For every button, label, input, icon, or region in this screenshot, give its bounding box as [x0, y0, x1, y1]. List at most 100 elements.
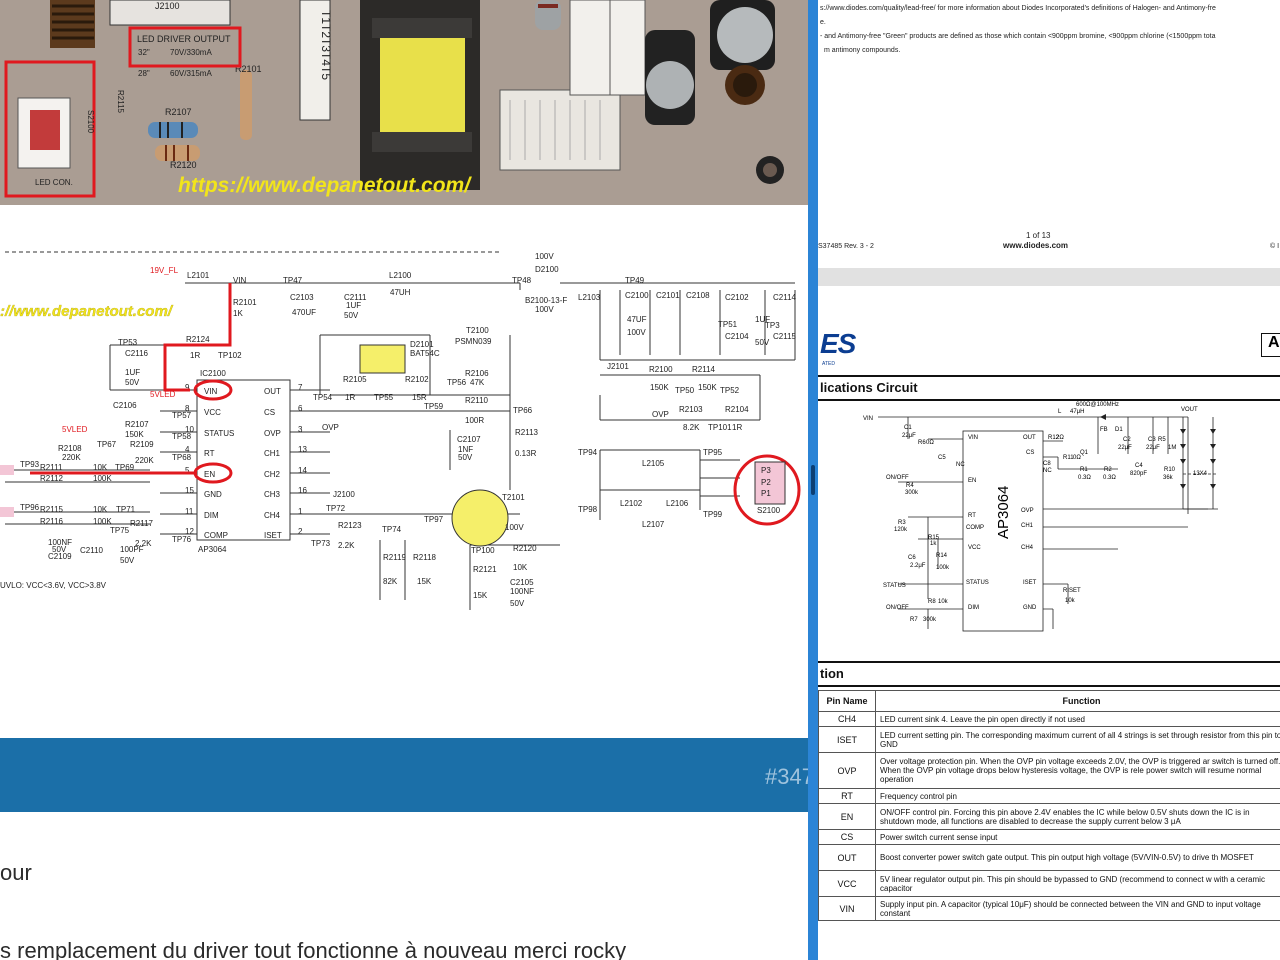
ic-pin-number: 8	[185, 404, 190, 413]
schem-label-r2102v: 15R	[412, 393, 427, 402]
schem-label-r2101v: 1K	[233, 309, 243, 318]
pcb-photo: J2100 T1T2T3T4T5	[0, 0, 808, 205]
pdf-page-number: 1 of 13	[1026, 231, 1051, 240]
ic-pin-label: ISET	[264, 531, 282, 540]
schem-label-c2103v: 470UF	[292, 308, 316, 317]
pdf-copyright: © I	[1270, 243, 1280, 250]
app-label-r11: R11	[1063, 455, 1074, 461]
photo-s2100: S2100	[86, 110, 95, 134]
app-label-c1: C1	[904, 425, 912, 431]
pin-name-cell: CH4	[818, 711, 876, 727]
app-label-fb2: FB	[1100, 427, 1108, 433]
schem-label-r2105: R2105	[343, 375, 367, 384]
schem-label-cap47: 47UF	[627, 315, 647, 324]
app-label-r4: R4	[906, 483, 914, 489]
schem-label-r2100v: 150K	[650, 383, 669, 392]
schem-label-c2107: C2107	[457, 435, 481, 444]
pdf-header-line-2: e.	[820, 19, 826, 26]
schem-label-r2109: R2109	[130, 440, 154, 449]
schem-label-tp71: TP71	[116, 505, 136, 514]
schem-label-r2104v: 1R	[732, 423, 742, 432]
schem-label-c2116: C2116	[125, 349, 149, 358]
schem-label-r2117: R2117	[130, 519, 154, 528]
pin-function-cell: ON/OFF control pin. Forcing this pin abo…	[875, 803, 1280, 830]
schem-label-v19: 19V_FL	[150, 266, 179, 275]
photo-r2107: R2107	[165, 107, 192, 117]
divider-grip-handle[interactable]	[811, 465, 815, 495]
schem-label-tp59: TP59	[424, 402, 444, 411]
photo-row1-size: 32"	[138, 48, 150, 57]
schem-label-v100: 100V	[535, 305, 554, 314]
pin-name-cell: VIN	[818, 896, 876, 921]
app-label-p_en: EN	[968, 478, 976, 484]
schem-label-r2115: R2115	[40, 505, 64, 514]
schem-label-t2101: T2101	[502, 493, 525, 502]
pdf-viewer[interactable]: s://www.diodes.com/quality/lead-free/ fo…	[818, 0, 1280, 960]
photo-led-con: LED CON.	[35, 178, 73, 187]
section-pin-function: tion	[818, 661, 1280, 687]
ic-pin-number: 12	[185, 527, 194, 536]
photo-r2101: R2101	[235, 64, 262, 74]
app-label-r8: R8	[928, 599, 936, 605]
ic-pin-label: VIN	[204, 387, 218, 396]
app-label-c3: C3	[1148, 437, 1156, 443]
split-divider[interactable]	[808, 0, 818, 960]
pin-name-cell: OVP	[818, 752, 876, 789]
schem-label-r2107v: 150K	[125, 430, 144, 439]
ic-pin-label: GND	[204, 490, 222, 499]
ic-pin-label: EN	[204, 470, 215, 479]
schem-label-tp99: TP99	[703, 510, 723, 519]
post-number[interactable]: #347	[765, 764, 808, 789]
schem-label-c2116v2: 50V	[125, 378, 140, 387]
pin-function-cell: Over voltage protection pin. When the OV…	[875, 752, 1280, 789]
schem-label-r2100: R2100	[649, 365, 673, 374]
ic-pin-number: 3	[298, 425, 303, 434]
schem-label-r2108v: 220K	[62, 453, 81, 462]
schem-label-bat54c: BAT54C	[410, 349, 440, 358]
schem-label-s2100: S2100	[757, 506, 781, 515]
schem-label-l2106: L2106	[666, 499, 689, 508]
ic-pin-number: 14	[298, 466, 307, 475]
schem-label-tp56: TP56	[447, 378, 467, 387]
photo-watermark: https://www.depanetout.com/	[178, 174, 472, 197]
schem-label-p1: P1	[761, 489, 771, 498]
comment-line-1: our	[0, 860, 32, 885]
schem-label-tp72: TP72	[326, 504, 346, 513]
ic-pin-number: 2	[298, 527, 303, 536]
pdf-page-2: ES ATED A lications Circuit	[818, 286, 1280, 960]
ic-pin-label: COMP	[204, 531, 228, 540]
schem-label-p3: P3	[761, 466, 771, 475]
app-label-c8: C8	[1043, 461, 1051, 467]
pdf-header-line-4: m antimony compounds.	[824, 47, 901, 54]
app-label-c1v: 22μF	[902, 433, 916, 439]
schem-label-d2100v: 100V	[535, 252, 554, 261]
app-label-p_cs: CS	[1026, 450, 1034, 456]
app-label-p_vcc: VCC	[968, 545, 981, 551]
left-window: J2100 T1T2T3T4T5	[0, 0, 808, 960]
schem-label-r2124: R2124	[186, 335, 210, 344]
schem-label-tp68: TP68	[172, 453, 192, 462]
pdf-header-line-3: - and Antimony-free "Green" products are…	[820, 33, 1216, 40]
schem-label-uvlo: UVLO: VCC<3.6V, VCC>3.8V	[0, 581, 107, 590]
schem-label-tp53: TP53	[118, 338, 138, 347]
diodes-logo: ES	[820, 328, 856, 359]
app-label-p_out: OUT	[1023, 435, 1036, 441]
schem-ic-part: AP3064	[198, 545, 227, 554]
app-label-r2: R2	[1104, 467, 1112, 473]
schem-label-r2107: R2107	[125, 420, 149, 429]
section-applications-circuit: lications Circuit	[818, 375, 1280, 401]
comment-area: our s remplacement du driver tout foncti…	[0, 812, 808, 960]
schem-label-tp51: TP51	[718, 320, 738, 329]
app-label-r14: R14	[936, 553, 948, 559]
schem-label-r2118v: 15K	[417, 577, 432, 586]
schem-label-n1uf: 1UF	[755, 315, 770, 324]
pdf-website[interactable]: www.diodes.com	[1003, 241, 1069, 250]
app-label-p_ovp: OVP	[1021, 508, 1034, 514]
schem-label-t2101v: 100V	[505, 523, 524, 532]
schem-label-r2115v: 10K	[93, 505, 108, 514]
schem-label-d2101: D2101	[410, 340, 434, 349]
